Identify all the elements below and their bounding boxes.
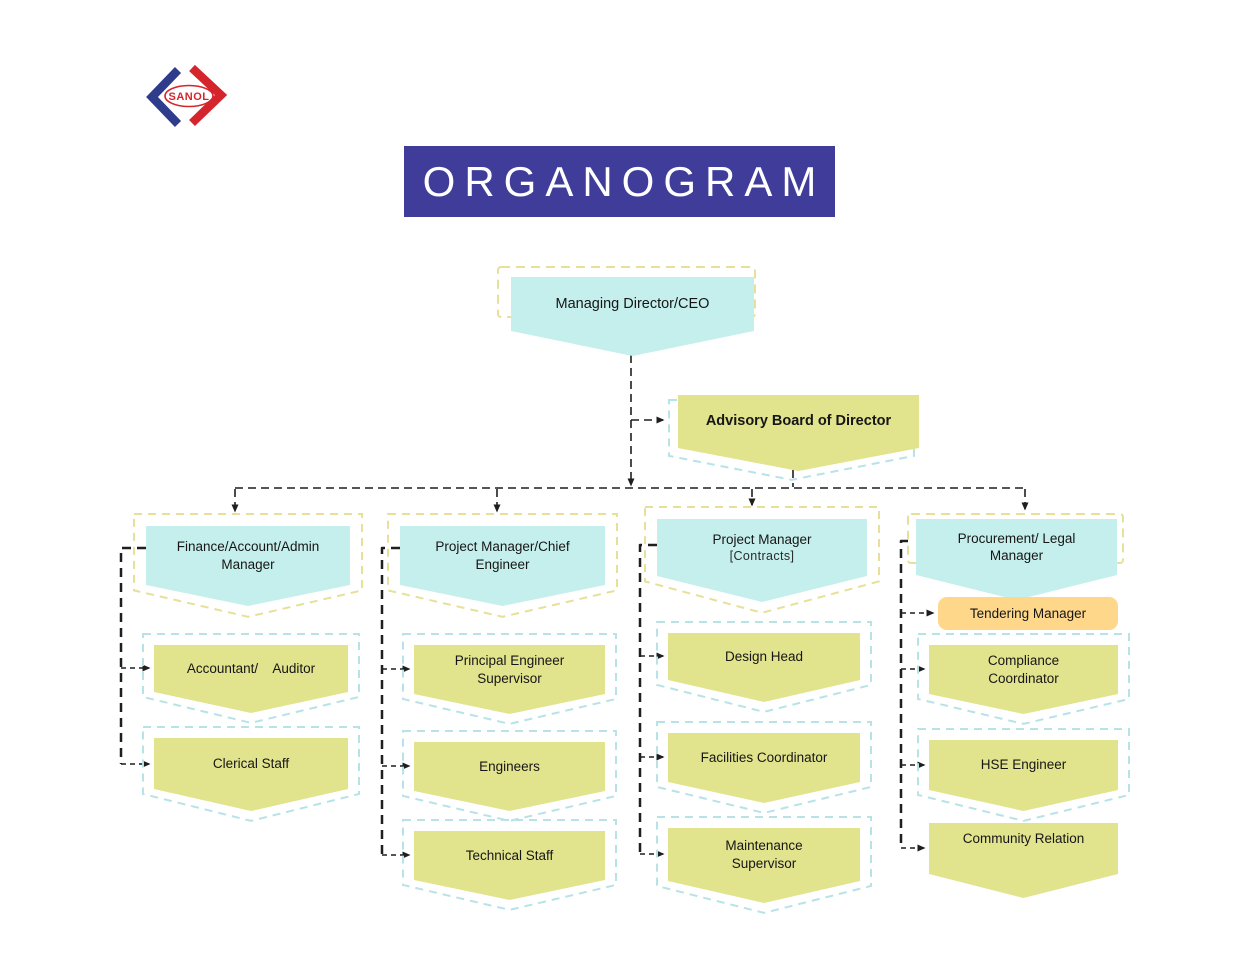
node-label: Clerical Staff [212, 755, 290, 771]
node-principal-engineer-supervisor: Principal Engineer Supervisor [402, 633, 617, 725]
node-label: HSE Engineer [980, 757, 1067, 773]
node-label: Project Manager [Contracts] [657, 519, 867, 576]
node-label: Facilities Coordinator [700, 749, 828, 765]
node-advisory-board: Advisory Board of Director [668, 395, 919, 481]
node-hse-engineer: HSE Engineer [917, 728, 1130, 822]
logo-ellipse [164, 84, 214, 108]
node-engineers: Engineers [402, 730, 617, 822]
node-finance-admin-manager: Finance/Account/Admin Manager [133, 513, 363, 618]
node-compliance-coordinator: Compliance Coordinator [917, 633, 1130, 725]
node-label: Finance/Account/Admin Manager [176, 539, 320, 572]
node-label: Engineers [479, 758, 540, 774]
node-label: Design Head [724, 648, 804, 664]
node-design-head: Design Head [656, 621, 872, 713]
node-accountant-auditor: Accountant/ Auditor [142, 633, 360, 724]
node-label: Principal Engineer Supervisor [454, 653, 565, 686]
node-label: Advisory Board of Director [705, 413, 892, 430]
node-label: Community Relation [962, 831, 1085, 846]
node-procurement-legal-manager: Procurement/ Legal Manager [907, 513, 1124, 600]
node-label: Tendering Manager [969, 605, 1087, 621]
chevron-right-icon [189, 64, 228, 127]
node-label: Technical Staff [465, 847, 554, 863]
logo-text: SANOL [169, 91, 210, 103]
tree-connectors [231, 355, 1029, 513]
page-title: ORGANOGRAM [404, 146, 835, 217]
node-label: Compliance Coordinator [987, 653, 1060, 686]
node-project-manager-contracts: Project Manager [Contracts] [644, 506, 880, 614]
node-maintenance-supervisor: Maintenance Supervisor [656, 816, 872, 914]
node-clerical-staff: Clerical Staff [142, 726, 360, 822]
node-label: Managing Director/CEO [555, 295, 710, 312]
node-tendering-manager: Tendering Manager [938, 597, 1118, 630]
sanol-logo-icon: SANOL [146, 64, 228, 127]
node-managing-director-ceo: Managing Director/CEO [497, 266, 756, 356]
node-label-line1: Project Manager [712, 531, 812, 547]
node-label: Procurement/ Legal Manager [957, 530, 1076, 563]
node-label: Maintenance Supervisor [725, 838, 803, 871]
node-label: Accountant/ Auditor [186, 660, 316, 676]
node-technical-staff: Technical Staff [402, 819, 617, 911]
node-facilities-coordinator: Facilities Coordinator [656, 721, 872, 814]
chevron-left-icon [146, 67, 182, 127]
node-community-relation: Community Relation [929, 823, 1118, 898]
node-project-manager-chief-engineer: Project Manager/Chief Engineer [387, 513, 618, 618]
node-label-line2: [Contracts] [729, 549, 795, 564]
node-label: Project Manager/Chief Engineer [435, 539, 570, 572]
